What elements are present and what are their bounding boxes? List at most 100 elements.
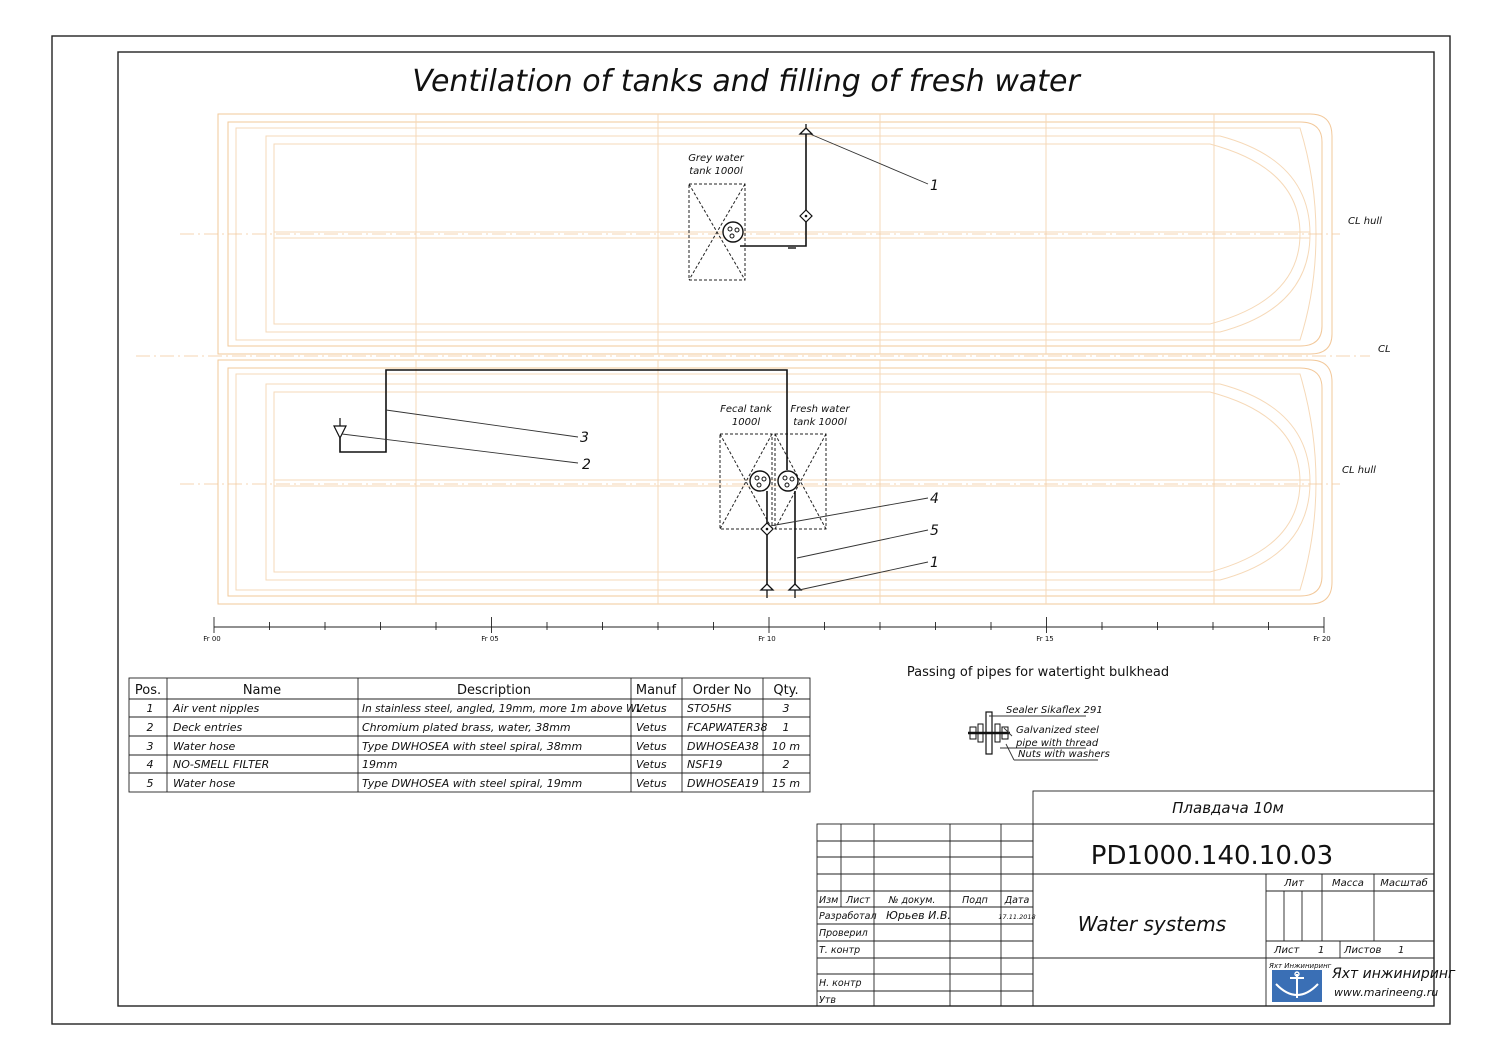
cl-label: CL bbox=[1378, 344, 1391, 355]
inner-border bbox=[117, 51, 1435, 1007]
scale-label-fr20: Fr 20 bbox=[1313, 635, 1331, 643]
th-name: Name bbox=[243, 683, 281, 698]
callout-4: 4 bbox=[930, 491, 939, 507]
svg-text:1: 1 bbox=[147, 702, 154, 715]
spec-table-row: 3 Water hose Type DWHOSEA with steel spi… bbox=[147, 740, 801, 753]
deck-entry-symbol bbox=[333, 425, 347, 440]
svg-text:STO5HS: STO5HS bbox=[687, 702, 732, 715]
svg-text:19mm: 19mm bbox=[362, 758, 397, 771]
th-order-no: Order No bbox=[693, 683, 752, 698]
scale-label-fr15: Fr 15 bbox=[1036, 635, 1054, 643]
hdr-sign: Подп bbox=[962, 895, 988, 906]
svg-text:5: 5 bbox=[147, 777, 154, 790]
spec-table-header: Pos. Name Description Manuf Order No Qty… bbox=[135, 683, 799, 698]
col-mass: Масса bbox=[1332, 878, 1364, 889]
spec-table-row: 4 NO-SMELL FILTER 19mm Vetus NSF19 2 bbox=[147, 758, 790, 771]
grey-tank-label-1: Grey water bbox=[688, 153, 744, 164]
th-manuf: Manuf bbox=[636, 683, 677, 698]
hdr-izm: Изм bbox=[819, 895, 838, 906]
sheet-value: 1 bbox=[1318, 945, 1324, 956]
fresh-water-tank bbox=[774, 433, 827, 530]
scale-label-fr10: Fr 10 bbox=[758, 635, 776, 643]
fecal-tank bbox=[719, 433, 773, 530]
fresh-tank-label-2: tank 1000l bbox=[793, 417, 847, 428]
fresh-tank-label-1: Fresh water bbox=[790, 404, 850, 415]
svg-text:Vetus: Vetus bbox=[636, 777, 667, 790]
hdr-doc: № докум. bbox=[888, 895, 936, 906]
spec-table-row: 2 Deck entries Chromium plated brass, wa… bbox=[147, 721, 790, 734]
bulkhead-detail bbox=[968, 711, 1098, 761]
doc-number: PD1000.140.10.03 bbox=[1091, 841, 1333, 871]
title-block bbox=[816, 790, 1435, 1007]
fresh-water-fill-pipe bbox=[333, 369, 788, 470]
sheets-value: 1 bbox=[1398, 945, 1404, 956]
fecal-tank-label-1: Fecal tank bbox=[720, 404, 773, 415]
svg-text:Deck entries: Deck entries bbox=[173, 721, 243, 734]
scale-label-fr00: Fr 00 bbox=[203, 635, 221, 643]
svg-text:In stainless steel, angled, 19: In stainless steel, angled, 19mm, more 1… bbox=[362, 703, 642, 715]
callout-3: 3 bbox=[580, 430, 589, 446]
company-website: www.marineeng.ru bbox=[1334, 986, 1438, 999]
project-name: Плавдача 10м bbox=[1172, 799, 1284, 817]
svg-text:Vetus: Vetus bbox=[636, 721, 667, 734]
svg-text:1: 1 bbox=[783, 721, 790, 734]
svg-text:Chromium plated brass, water,: Chromium plated brass, water, 38mm bbox=[362, 721, 571, 734]
callout-1-top: 1 bbox=[930, 178, 939, 194]
svg-text:Vetus: Vetus bbox=[636, 740, 667, 753]
bulkhead-label-pipe-2: pipe with thread bbox=[1015, 738, 1099, 749]
frame-scale bbox=[213, 617, 1325, 633]
bulkhead-title: Passing of pipes for watertight bulkhead bbox=[907, 665, 1169, 680]
hull-top bbox=[180, 113, 1340, 355]
grey-water-tank bbox=[688, 183, 746, 281]
scale-label-fr05: Fr 05 bbox=[481, 635, 499, 643]
col-scale: Масштаб bbox=[1380, 877, 1428, 889]
svg-text:Water hose: Water hose bbox=[173, 777, 236, 790]
drawing-title: Ventilation of tanks and filling of fres… bbox=[412, 64, 1081, 99]
th-qty: Qty. bbox=[773, 683, 798, 698]
sheet-title: Water systems bbox=[1078, 912, 1226, 936]
svg-text:15 m: 15 m bbox=[772, 777, 800, 790]
svg-text:2: 2 bbox=[783, 758, 790, 771]
cl-hull-top-label: CL hull bbox=[1348, 216, 1382, 227]
svg-text:10 m: 10 m bbox=[772, 740, 800, 753]
hdr-list: Лист bbox=[845, 895, 871, 906]
role-checked: Проверил bbox=[819, 928, 868, 939]
svg-text:2: 2 bbox=[147, 721, 154, 734]
callout-2: 2 bbox=[582, 457, 591, 473]
svg-text:3: 3 bbox=[783, 702, 790, 715]
outer-border bbox=[51, 35, 1451, 1025]
hdr-date: Дата bbox=[1004, 895, 1030, 906]
svg-text:Air vent nipples: Air vent nipples bbox=[172, 702, 259, 715]
spec-table-row: 1 Air vent nipples In stainless steel, a… bbox=[147, 702, 790, 715]
fecal-tank-label-2: 1000l bbox=[732, 417, 760, 428]
role-tcontrol: Т. контр bbox=[819, 945, 860, 956]
svg-text:NSF19: NSF19 bbox=[687, 758, 723, 771]
sheet-label: Лист bbox=[1273, 945, 1301, 956]
company-name: Яхт инжиниринг bbox=[1331, 966, 1456, 982]
svg-text:Water hose: Water hose bbox=[173, 740, 236, 753]
col-lit: Лит bbox=[1283, 878, 1305, 889]
bulkhead-label-nuts: Nuts with washers bbox=[1018, 749, 1110, 760]
th-description: Description bbox=[457, 683, 531, 698]
svg-text:DWHOSEA19: DWHOSEA19 bbox=[687, 777, 759, 790]
company-small: Яхт Инжиниринг bbox=[1268, 962, 1332, 970]
role-developer: Разработал bbox=[819, 911, 877, 922]
svg-text:FCAPWATER38: FCAPWATER38 bbox=[687, 721, 768, 734]
svg-text:Vetus: Vetus bbox=[636, 702, 667, 715]
role-ncontrol: Н. контр bbox=[819, 978, 862, 989]
svg-text:Type DWHOSEA with steel spiral: Type DWHOSEA with steel spiral, 19mm bbox=[362, 777, 582, 790]
leaders bbox=[341, 133, 929, 591]
svg-text:DWHOSEA38: DWHOSEA38 bbox=[687, 740, 759, 753]
callout-5: 5 bbox=[930, 523, 939, 539]
svg-text:3: 3 bbox=[147, 740, 154, 753]
grey-tank-label-2: tank 1000l bbox=[689, 166, 743, 177]
bulkhead-label-sealer: Sealer Sikaflex 291 bbox=[1006, 705, 1103, 716]
grey-vent-pipe bbox=[740, 124, 814, 249]
svg-text:Type DWHOSEA with steel spiral: Type DWHOSEA with steel spiral, 38mm bbox=[362, 740, 582, 753]
developer-name: Юрьев И.В. bbox=[886, 909, 951, 922]
spec-table-row: 5 Water hose Type DWHOSEA with steel spi… bbox=[147, 777, 801, 790]
bulkhead-label-pipe-1: Galvanized steel bbox=[1016, 725, 1099, 736]
spec-table bbox=[128, 677, 811, 793]
callout-1-bottom: 1 bbox=[930, 555, 939, 571]
